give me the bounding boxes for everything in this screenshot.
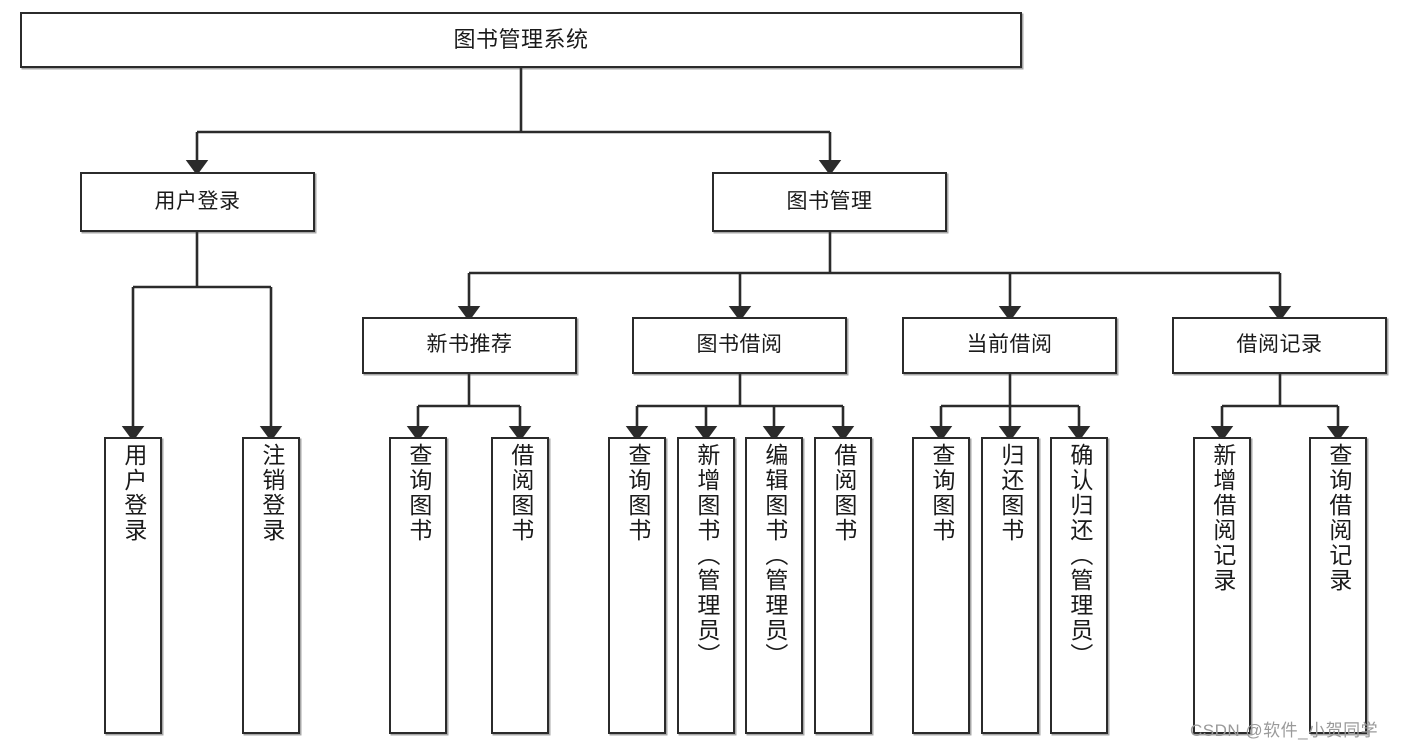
node-borrow-record[interactable]: 借阅记录 xyxy=(1172,317,1387,374)
node-label: 查询图书 xyxy=(405,443,432,543)
node-label: 图书管理系统 xyxy=(453,27,589,53)
node-label: 借阅图书 xyxy=(507,443,534,543)
node-book-management[interactable]: 图书管理 xyxy=(712,172,947,232)
node-label: 确认归还（管理员） xyxy=(1066,443,1093,668)
node-leaf-new-book-query[interactable]: 查询图书 xyxy=(389,437,447,734)
node-label: 用户登录 xyxy=(154,189,241,213)
node-leaf-book-borrow-borrow[interactable]: 借阅图书 xyxy=(814,437,872,734)
node-user-login[interactable]: 用户登录 xyxy=(80,172,315,232)
node-label: 注销登录 xyxy=(258,443,285,543)
node-leaf-new-book-borrow[interactable]: 借阅图书 xyxy=(491,437,549,734)
node-label: 图书管理 xyxy=(786,189,873,213)
node-leaf-book-borrow-add[interactable]: 新增图书（管理员） xyxy=(677,437,735,734)
csdn-watermark: CSDN @软件_小贺同学 xyxy=(1190,721,1379,740)
node-label: 查询图书 xyxy=(928,443,955,543)
node-leaf-current-borrow-return[interactable]: 归还图书 xyxy=(981,437,1039,734)
node-label: 新增图书（管理员） xyxy=(693,443,720,668)
node-root-book-management-system[interactable]: 图书管理系统 xyxy=(20,12,1022,68)
node-label: 借阅记录 xyxy=(1236,333,1323,357)
node-label: 借阅图书 xyxy=(830,443,857,543)
node-book-borrow[interactable]: 图书借阅 xyxy=(632,317,847,374)
node-leaf-borrow-record-query[interactable]: 查询借阅记录 xyxy=(1309,437,1367,734)
node-label: 用户登录 xyxy=(120,443,147,543)
node-leaf-book-borrow-edit[interactable]: 编辑图书（管理员） xyxy=(745,437,803,734)
node-label: 新书推荐 xyxy=(426,333,513,357)
node-label: 新增借阅记录 xyxy=(1209,443,1236,593)
node-leaf-current-borrow-confirm-return[interactable]: 确认归还（管理员） xyxy=(1050,437,1108,734)
node-leaf-current-borrow-query[interactable]: 查询图书 xyxy=(912,437,970,734)
node-label: 当前借阅 xyxy=(966,333,1053,357)
node-label: 图书借阅 xyxy=(696,333,783,357)
node-label: 归还图书 xyxy=(997,443,1024,543)
node-leaf-book-borrow-query[interactable]: 查询图书 xyxy=(608,437,666,734)
node-label: 查询借阅记录 xyxy=(1325,443,1352,593)
node-label: 查询图书 xyxy=(624,443,651,543)
node-current-borrow[interactable]: 当前借阅 xyxy=(902,317,1117,374)
node-new-book-recommend[interactable]: 新书推荐 xyxy=(362,317,577,374)
node-leaf-borrow-record-add[interactable]: 新增借阅记录 xyxy=(1193,437,1251,734)
node-leaf-user-login-logout[interactable]: 注销登录 xyxy=(242,437,300,734)
node-label: 编辑图书（管理员） xyxy=(761,443,788,668)
node-leaf-user-login-login[interactable]: 用户登录 xyxy=(104,437,162,734)
